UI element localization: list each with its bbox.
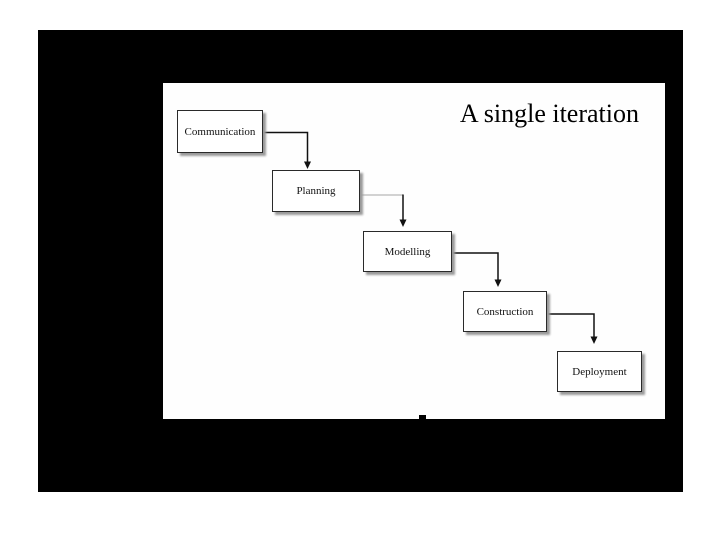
arrowhead-icon — [494, 279, 502, 287]
arrowhead-icon — [304, 161, 311, 169]
node-label-deployment: Deployment — [572, 365, 627, 378]
slide-edge-artifact — [419, 415, 426, 419]
diagram-node-modelling: Modelling — [363, 231, 452, 272]
presentation-frame: A single iteration — [38, 30, 683, 492]
node-label-construction: Construction — [476, 305, 534, 318]
node-label-modelling: Modelling — [384, 245, 431, 258]
slide: A single iteration — [163, 83, 665, 419]
diagram-node-construction: Construction — [463, 291, 547, 332]
arrow-planning-to-modelling — [360, 194, 407, 227]
flow-arrows — [263, 131, 598, 344]
node-label-communication: Communication — [184, 125, 256, 138]
diagram-node-planning: Planning — [272, 170, 360, 212]
arrowhead-icon — [590, 336, 598, 344]
arrow-modelling-to-construction — [452, 252, 502, 287]
arrowhead-icon — [399, 219, 407, 227]
diagram-node-deployment: Deployment — [557, 351, 642, 392]
node-label-planning: Planning — [296, 185, 336, 197]
arrow-construction-to-deployment — [547, 313, 598, 344]
diagram-node-communication: Communication — [177, 110, 263, 153]
slide-title: A single iteration — [459, 99, 639, 128]
arrow-communication-to-planning — [263, 131, 311, 169]
